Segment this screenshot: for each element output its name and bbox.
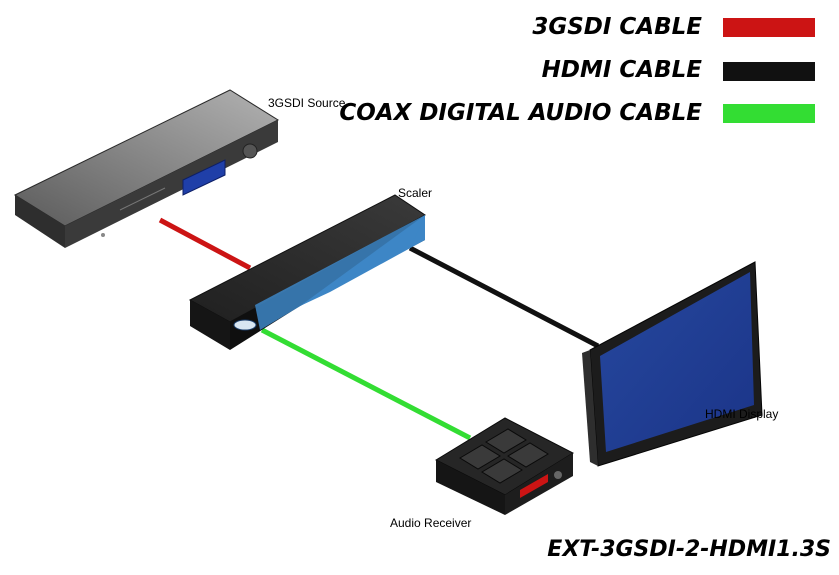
legend-swatch-coax: [723, 104, 815, 123]
model-name: EXT-3GSDI-2-HDMI1.3S: [547, 537, 831, 562]
legend-swatch-hdmi: [723, 62, 815, 81]
label-hdmi-display: HDMI Display: [705, 407, 779, 421]
legend-label-3gsdi: 3GSDI CABLE: [532, 14, 702, 40]
label-audio-receiver: Audio Receiver: [390, 516, 472, 530]
legend-swatch-3gsdi: [723, 18, 815, 37]
legend-label-coax: COAX DIGITAL AUDIO CABLE: [339, 100, 702, 126]
scaler-device: [188, 194, 426, 350]
label-scaler: Scaler: [398, 186, 433, 200]
sdi-source-device: [13, 89, 280, 248]
audio-receiver-device: [434, 417, 575, 515]
label-3gsdi-source: 3GSDI Source: [268, 96, 346, 110]
coax-cable: [260, 327, 472, 441]
hdmi-display: [582, 261, 763, 467]
sdi-cable: [158, 217, 252, 271]
legend-label-hdmi: HDMI CABLE: [541, 57, 702, 83]
hdmi-cable: [408, 245, 600, 349]
